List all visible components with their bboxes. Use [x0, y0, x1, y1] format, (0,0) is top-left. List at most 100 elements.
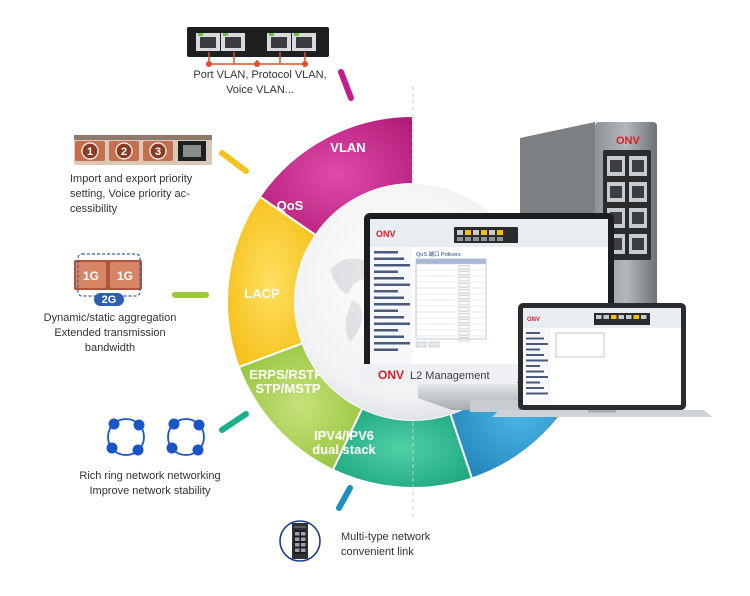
lacp-caption-line: Dynamic/static aggregation — [43, 312, 177, 324]
monitor-table-header — [416, 259, 486, 264]
port-led — [198, 33, 203, 36]
l2-management-label: ONV L2 Management — [360, 364, 518, 384]
segment-lacp-label: LACP — [244, 286, 280, 301]
monitor-menu-item — [374, 316, 404, 319]
laptop-port — [611, 315, 617, 319]
device-port — [301, 537, 306, 541]
segment-erps-label: STP/MSTP — [255, 381, 320, 396]
port-led — [223, 33, 228, 36]
monitor-port — [481, 237, 487, 241]
ring-node — [166, 442, 178, 454]
laptop-menu-item — [526, 343, 548, 345]
segment-qos-label: QoS — [277, 198, 304, 213]
qos-caption-line: setting, Voice priority ac- — [70, 188, 190, 200]
monitor-port — [489, 237, 495, 241]
device-port — [301, 543, 306, 547]
device-port — [295, 543, 300, 547]
monitor-table-select — [458, 319, 470, 324]
switch-port-jack — [610, 186, 622, 198]
vlan-caption-line: Port VLAN, Protocol VLAN, — [193, 69, 327, 81]
monitor-reset-button — [428, 341, 440, 348]
laptop-menu-item — [526, 376, 548, 378]
device-port — [301, 532, 306, 536]
l2-management-text: L2 Management — [410, 370, 490, 382]
ethernet-port-jack — [225, 37, 241, 48]
monitor-menu-item — [374, 309, 398, 312]
segment-erps-label: ERPS/RSTP/ — [249, 367, 327, 382]
monitor-table-select — [458, 325, 470, 330]
lacp-caption-line: bandwidth — [84, 342, 136, 354]
port-led — [269, 33, 274, 36]
monitor-table-select — [458, 301, 470, 306]
ethernet-port-jack — [296, 37, 312, 48]
monitor-port — [489, 230, 495, 235]
device-port — [301, 548, 306, 552]
connector-dash — [219, 411, 249, 433]
monitor-port — [457, 230, 463, 235]
monitor-menu-item — [374, 303, 410, 306]
segment-ipv-label: dual stack — [312, 442, 376, 457]
switch-port-jack — [632, 212, 644, 224]
monitor-menu-item — [374, 290, 398, 293]
connector-dash — [219, 150, 249, 174]
monitor-menu-item — [374, 322, 410, 325]
connector-dash — [336, 485, 353, 511]
ring-caption-line: Rich ring network networking — [79, 470, 221, 482]
ethernet-port-jack — [200, 37, 216, 48]
lacp-aggregation-graphic: 1G 1G 2G — [74, 253, 142, 306]
monitor-menu-item — [374, 296, 404, 299]
monitor-menu-item — [374, 342, 410, 345]
monitor-menu-item — [374, 257, 404, 260]
lacp-caption: Dynamic/static aggregation Extended tran… — [30, 311, 190, 356]
feature-ring: VLANQoSLACPERPS/RSTP/STP/MSTPIPV4/IPV6du… — [226, 114, 590, 489]
monitor-table-select — [458, 331, 470, 336]
priority-badge-label: 3 — [155, 146, 161, 158]
monitor-table-select — [458, 295, 470, 300]
monitor-table-select — [458, 265, 470, 270]
laptop-menu-item — [526, 348, 540, 351]
monitor-table-select — [458, 337, 470, 342]
laptop-port — [596, 315, 602, 319]
ring-loop — [107, 418, 145, 456]
ring-caption-line: Improve network stability — [89, 485, 211, 497]
monitor-port — [497, 230, 503, 235]
laptop-menu-item — [526, 359, 548, 362]
lacp-caption-line: Extended transmission — [54, 327, 166, 339]
monitor-menu-item — [374, 277, 404, 280]
qos-caption-line: cessibility — [70, 203, 118, 215]
priority-badge-label: 2 — [121, 146, 127, 158]
monitor-port — [481, 230, 487, 235]
monitor-table-select — [458, 277, 470, 282]
laptop-brand-logo: ONV — [527, 317, 540, 323]
laptop-menu-item — [526, 381, 540, 384]
ring-node — [132, 444, 144, 456]
laptop-menu-item — [526, 392, 548, 395]
laptop-menu-item — [526, 370, 544, 373]
switch-device-icon — [279, 520, 321, 562]
monitor-table-select — [458, 313, 470, 318]
qos-caption-line: Import and export priority — [70, 173, 193, 185]
ring-node — [168, 418, 180, 430]
monitor-port — [465, 237, 471, 241]
laptop-port — [633, 315, 639, 319]
lacp-aggregate-label: 2G — [102, 294, 117, 306]
laptop-port — [626, 315, 632, 319]
segment-ipv-label: IPV4/IPV6 — [314, 428, 374, 443]
switch-port-jack — [610, 160, 622, 172]
ring-node — [193, 419, 205, 431]
vlan-caption: Port VLAN, Protocol VLAN, Voice VLAN... — [185, 68, 335, 98]
laptop-menu-item — [526, 332, 540, 334]
laptop-menu-item — [526, 365, 540, 367]
lacp-port-1-label: 1G — [83, 269, 99, 283]
vlan-port-strip — [187, 27, 329, 67]
laptop-port — [603, 315, 609, 319]
monitor-menu-item — [374, 348, 398, 351]
monitor-panel-title: QoS 端口 Policers — [416, 250, 461, 258]
monitor-menu-item — [374, 270, 398, 273]
laptop-menu-item — [526, 337, 544, 340]
laptop-port — [641, 315, 647, 319]
priority-badge — [115, 142, 133, 160]
l2-management-brand: ONV — [378, 368, 404, 382]
